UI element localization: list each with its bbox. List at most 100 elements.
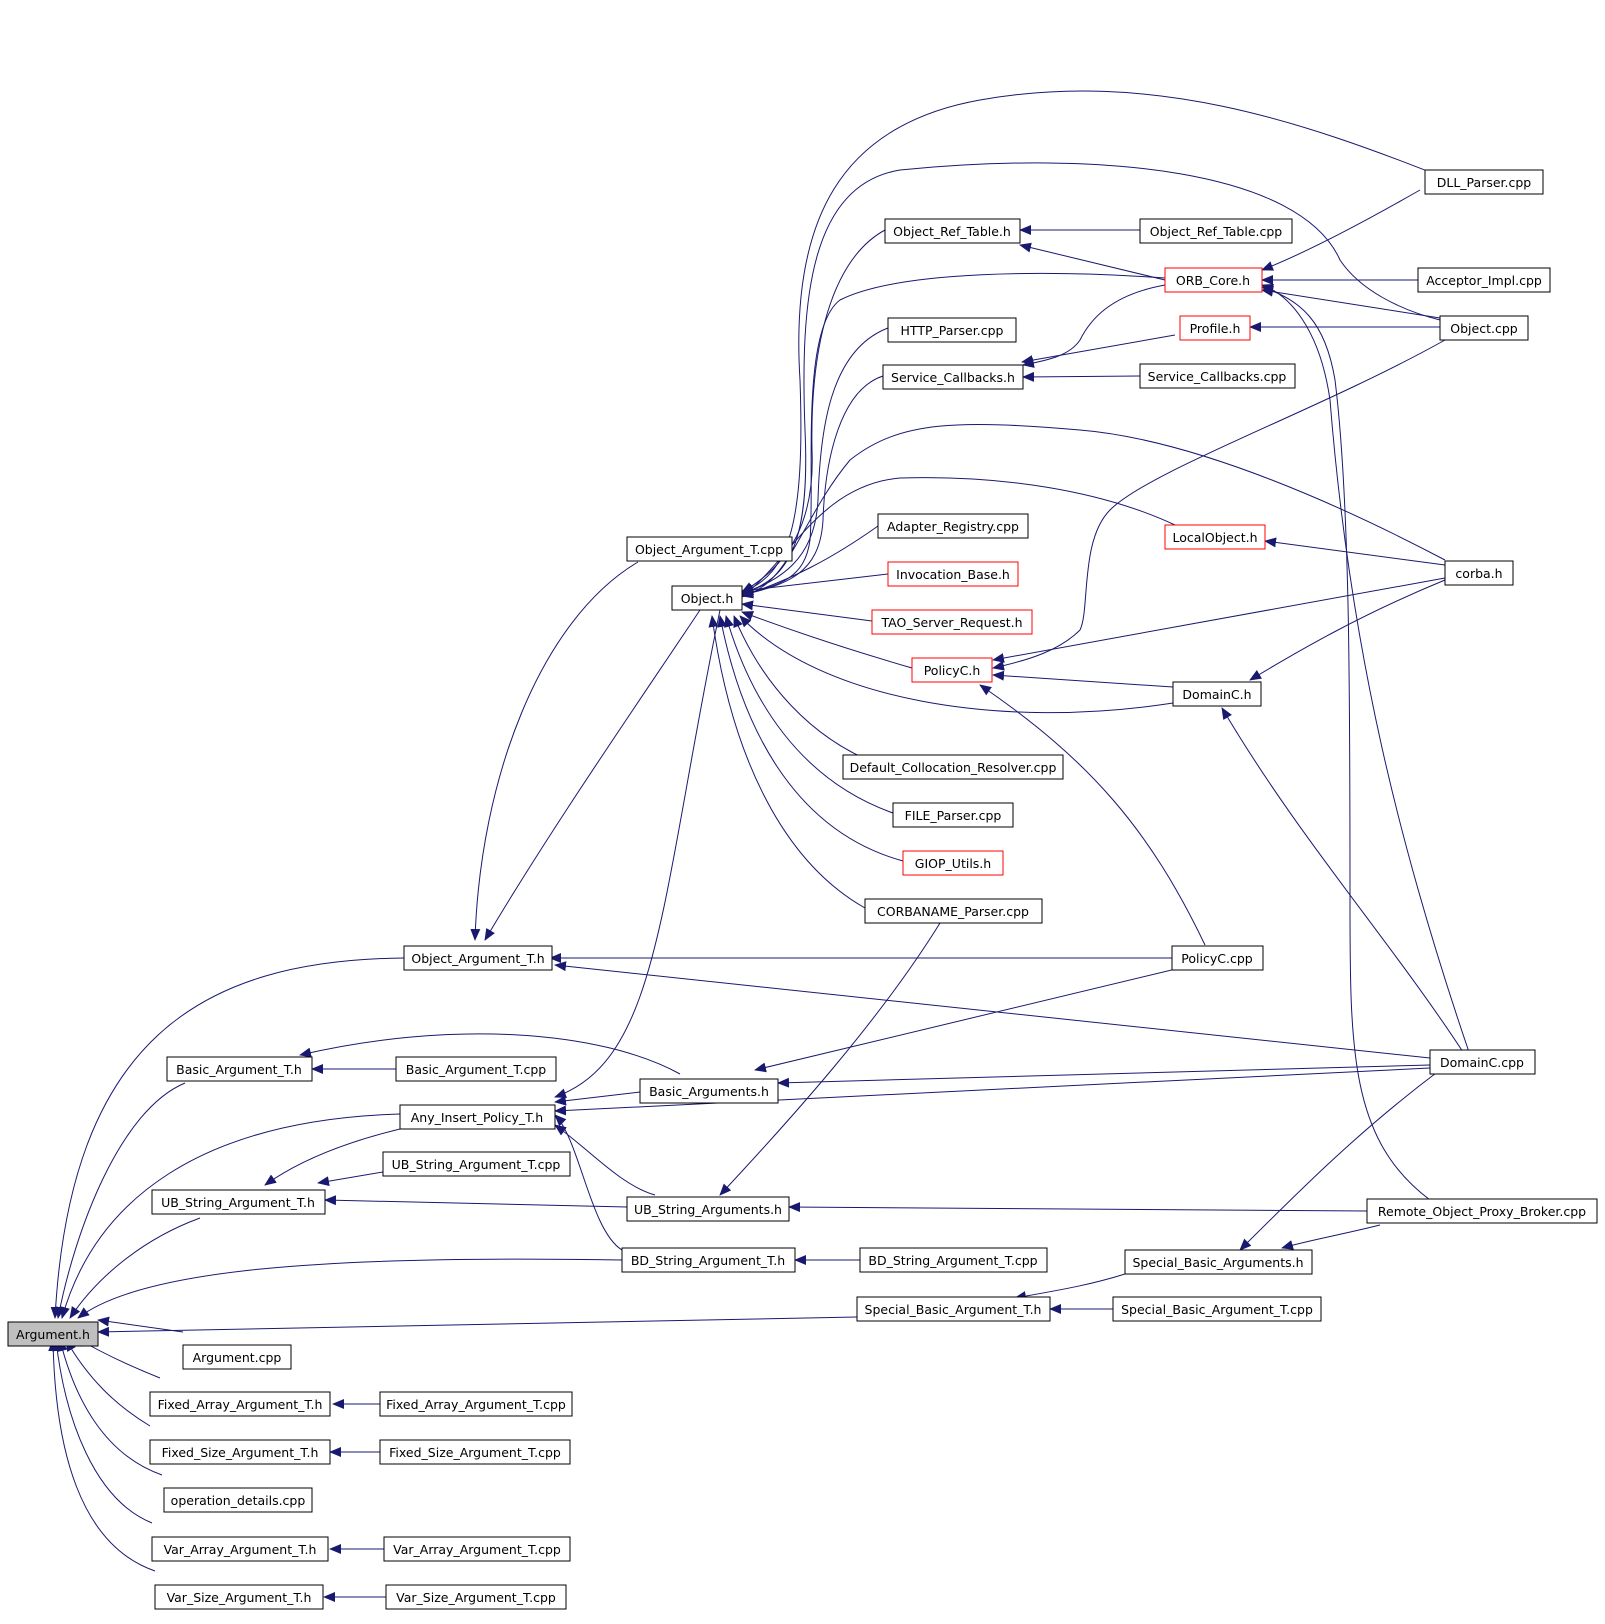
node-file-parser-cpp[interactable]: FILE_Parser.cpp [892,802,1014,828]
node-policyc-cpp[interactable]: PolicyC.cpp [1171,945,1264,971]
node-tao-server-request-h[interactable]: TAO_Server_Request.h [871,609,1033,635]
svg-text:BD_String_Argument_T.cpp: BD_String_Argument_T.cpp [868,1253,1037,1268]
node-operation-details-cpp[interactable]: operation_details.cpp [163,1487,313,1513]
svg-text:Default_Collocation_Resolver.c: Default_Collocation_Resolver.cpp [850,760,1057,775]
node-basic-arguments-h[interactable]: Basic_Arguments.h [639,1078,779,1104]
edge [1261,285,1431,1201]
node-orb-core-h[interactable]: ORB_Core.h [1164,267,1263,293]
svg-text:Basic_Argument_T.h: Basic_Argument_T.h [176,1062,302,1077]
svg-text:Basic_Arguments.h: Basic_Arguments.h [649,1084,769,1099]
edge [741,423,1446,599]
svg-text:GIOP_Utils.h: GIOP_Utils.h [915,856,991,871]
svg-text:Object_Argument_T.cpp: Object_Argument_T.cpp [635,542,783,557]
edge [1022,371,1141,382]
edge [470,561,639,941]
node-var-size-argument-cpp[interactable]: Var_Size_Argument_T.cpp [385,1584,567,1610]
node-special-basic-arguments-h[interactable]: Special_Basic_Arguments.h [1124,1249,1313,1275]
node-var-size-argument-h[interactable]: Var_Size_Argument_T.h [154,1584,324,1610]
node-bd-string-argument-h[interactable]: BD_String_Argument_T.h [621,1247,796,1273]
edge [992,339,1446,671]
edge [1019,242,1166,281]
edge [554,1124,656,1196]
svg-text:UB_String_Arguments.h: UB_String_Arguments.h [634,1202,782,1217]
edge [65,1339,151,1427]
edge [1221,707,1466,1056]
node-domainc-h[interactable]: DomainC.h [1172,681,1262,707]
node-object-argument-cpp[interactable]: Object_Argument_T.cpp [626,536,793,562]
node-any-insert-policy-h[interactable]: Any_Insert_Policy_T.h [399,1104,556,1130]
node-invocation-base-h[interactable]: Invocation_Base.h [887,561,1019,587]
svg-text:Var_Array_Argument_T.cpp: Var_Array_Argument_T.cpp [393,1542,561,1557]
node-var-array-argument-h[interactable]: Var_Array_Argument_T.h [151,1536,329,1562]
edge [1249,579,1446,681]
svg-text:Special_Basic_Argument_T.h: Special_Basic_Argument_T.h [865,1302,1042,1317]
node-special-basic-argument-cpp[interactable]: Special_Basic_Argument_T.cpp [1112,1296,1322,1322]
svg-text:corba.h: corba.h [1455,566,1502,581]
svg-text:DLL_Parser.cpp: DLL_Parser.cpp [1437,175,1532,190]
node-ub-string-argument-cpp[interactable]: UB_String_Argument_T.cpp [382,1151,571,1177]
svg-text:PolicyC.h: PolicyC.h [924,663,981,678]
node-object-h[interactable]: Object.h [671,585,743,611]
edge [264,1125,414,1186]
svg-text:Invocation_Base.h: Invocation_Base.h [896,567,1010,582]
svg-text:Acceptor_Impl.cpp: Acceptor_Impl.cpp [1426,273,1542,288]
node-service-callbacks-h[interactable]: Service_Callbacks.h [882,364,1024,390]
svg-text:Service_Callbacks.h: Service_Callbacks.h [891,370,1015,385]
edge [992,577,1446,663]
node-fixed-size-argument-h[interactable]: Fixed_Size_Argument_T.h [149,1439,331,1465]
svg-text:LocalObject.h: LocalObject.h [1172,530,1257,545]
node-fixed-array-argument-cpp[interactable]: Fixed_Array_Argument_T.cpp [379,1391,573,1417]
node-special-basic-argument-h[interactable]: Special_Basic_Argument_T.h [856,1296,1051,1322]
svg-text:Service_Callbacks.cpp: Service_Callbacks.cpp [1148,369,1287,384]
node-fixed-array-argument-h[interactable]: Fixed_Array_Argument_T.h [149,1391,331,1417]
node-var-array-argument-cpp[interactable]: Var_Array_Argument_T.cpp [383,1536,571,1562]
node-domainc-cpp[interactable]: DomainC.cpp [1429,1049,1536,1075]
node-adapter-registry-cpp[interactable]: Adapter_Registry.cpp [877,513,1029,539]
edge [1264,537,1446,566]
node-dll-parser-cpp[interactable]: DLL_Parser.cpp [1424,169,1544,195]
node-bd-string-argument-cpp[interactable]: BD_String_Argument_T.cpp [859,1247,1048,1273]
node-acceptor-impl-cpp[interactable]: Acceptor_Impl.cpp [1417,267,1551,293]
node-ub-string-arguments-h[interactable]: UB_String_Arguments.h [626,1196,790,1222]
node-profile-h[interactable]: Profile.h [1179,315,1251,341]
graph-nodes: Argument.h Argument.cpp Fixed_Array_Argu… [7,169,1598,1610]
edge [77,1258,623,1319]
node-remote-object-proxy-broker-cpp[interactable]: Remote_Object_Proxy_Broker.cpp [1366,1198,1598,1224]
edge [554,609,721,1099]
node-object-argument-h[interactable]: Object_Argument_T.h [403,945,553,971]
node-policyc-h[interactable]: PolicyC.h [911,657,993,683]
node-corba-h[interactable]: corba.h [1444,560,1514,586]
node-http-parser-cpp[interactable]: HTTP_Parser.cpp [887,317,1017,343]
svg-text:ORB_Core.h: ORB_Core.h [1176,273,1250,288]
edge [554,1091,641,1106]
svg-text:Fixed_Array_Argument_T.cpp: Fixed_Array_Argument_T.cpp [386,1397,566,1412]
node-object-ref-table-h[interactable]: Object_Ref_Table.h [884,218,1021,244]
edge [1021,334,1176,366]
node-basic-argument-cpp[interactable]: Basic_Argument_T.cpp [395,1056,557,1082]
node-basic-argument-h[interactable]: Basic_Argument_T.h [166,1056,313,1082]
edge [324,1195,628,1208]
node-object-cpp[interactable]: Object.cpp [1439,315,1529,341]
edge [55,1082,186,1319]
edge [741,90,1451,594]
edge [724,615,894,814]
node-giop-utils-h[interactable]: GIOP_Utils.h [902,850,1004,876]
node-default-collocation-resolver-cpp[interactable]: Default_Collocation_Resolver.cpp [842,754,1064,780]
svg-text:Remote_Object_Proxy_Broker.cpp: Remote_Object_Proxy_Broker.cpp [1378,1204,1586,1219]
svg-text:Object.cpp: Object.cpp [1450,321,1517,336]
edge [741,375,884,598]
node-argument-h[interactable]: Argument.h [7,1321,99,1347]
svg-text:Basic_Argument_T.cpp: Basic_Argument_T.cpp [406,1062,547,1077]
node-object-ref-table-cpp[interactable]: Object_Ref_Table.cpp [1139,218,1293,244]
node-localobject-h[interactable]: LocalObject.h [1164,524,1266,550]
edge [1261,284,1471,1056]
edge [1261,189,1421,271]
edge [788,1202,1368,1213]
edge [1261,286,1441,319]
node-fixed-size-argument-cpp[interactable]: Fixed_Size_Argument_T.cpp [379,1439,571,1465]
node-service-callbacks-cpp[interactable]: Service_Callbacks.cpp [1139,363,1296,389]
svg-text:Fixed_Size_Argument_T.cpp: Fixed_Size_Argument_T.cpp [389,1445,561,1460]
node-ub-string-argument-h[interactable]: UB_String_Argument_T.h [151,1189,326,1215]
node-argument-cpp[interactable]: Argument.cpp [182,1344,292,1370]
node-corbaname-parser-cpp[interactable]: CORBANAME_Parser.cpp [864,898,1043,924]
